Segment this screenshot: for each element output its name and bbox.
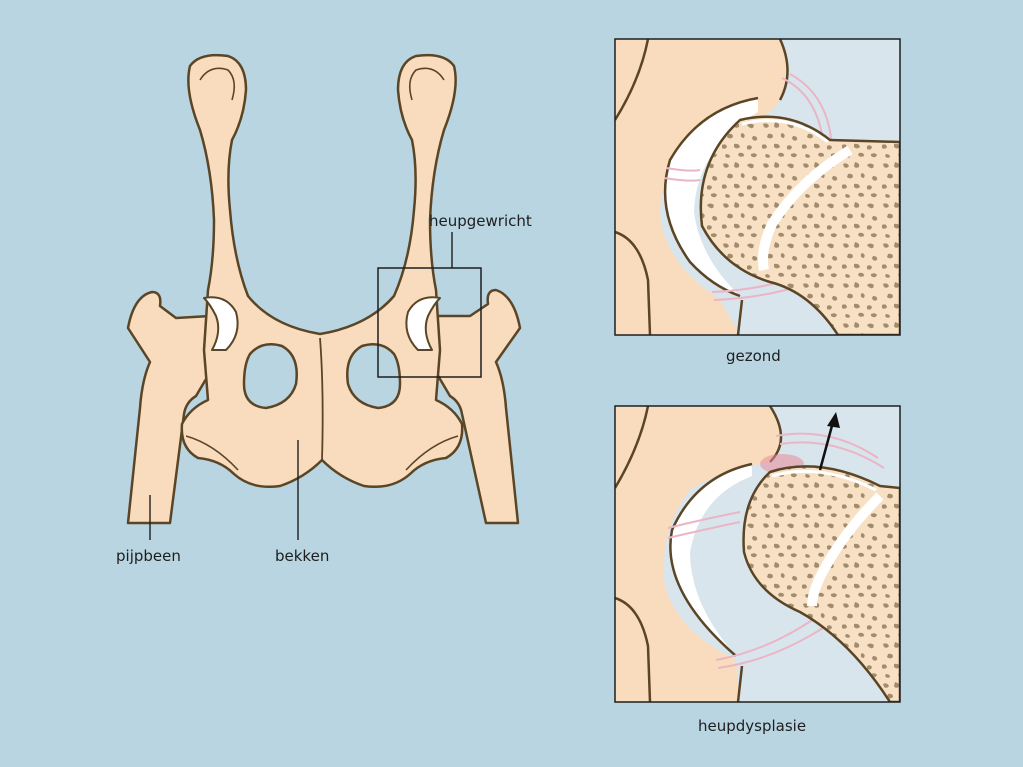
dysplasia-panel — [614, 405, 901, 703]
arrow-up-icon — [818, 412, 840, 471]
right-obturator-foramen — [346, 343, 402, 410]
label-dysplasia: heupdysplasie — [698, 717, 807, 735]
label-hip-joint: heupgewricht — [429, 212, 532, 230]
left-femur — [126, 290, 224, 525]
pelvis-illustration — [126, 53, 522, 525]
left-hip-cartilage — [203, 296, 239, 351]
leader-lines — [149, 232, 453, 540]
label-healthy: gezond — [726, 347, 781, 365]
label-pelvis: bekken — [275, 547, 330, 565]
label-femur: pijpbeen — [116, 547, 181, 565]
right-hip-cartilage — [405, 296, 441, 351]
hip-joint-zoom-box — [377, 267, 482, 378]
right-femur — [422, 288, 522, 525]
left-obturator-foramen — [242, 343, 298, 410]
healthy-panel — [614, 38, 901, 336]
